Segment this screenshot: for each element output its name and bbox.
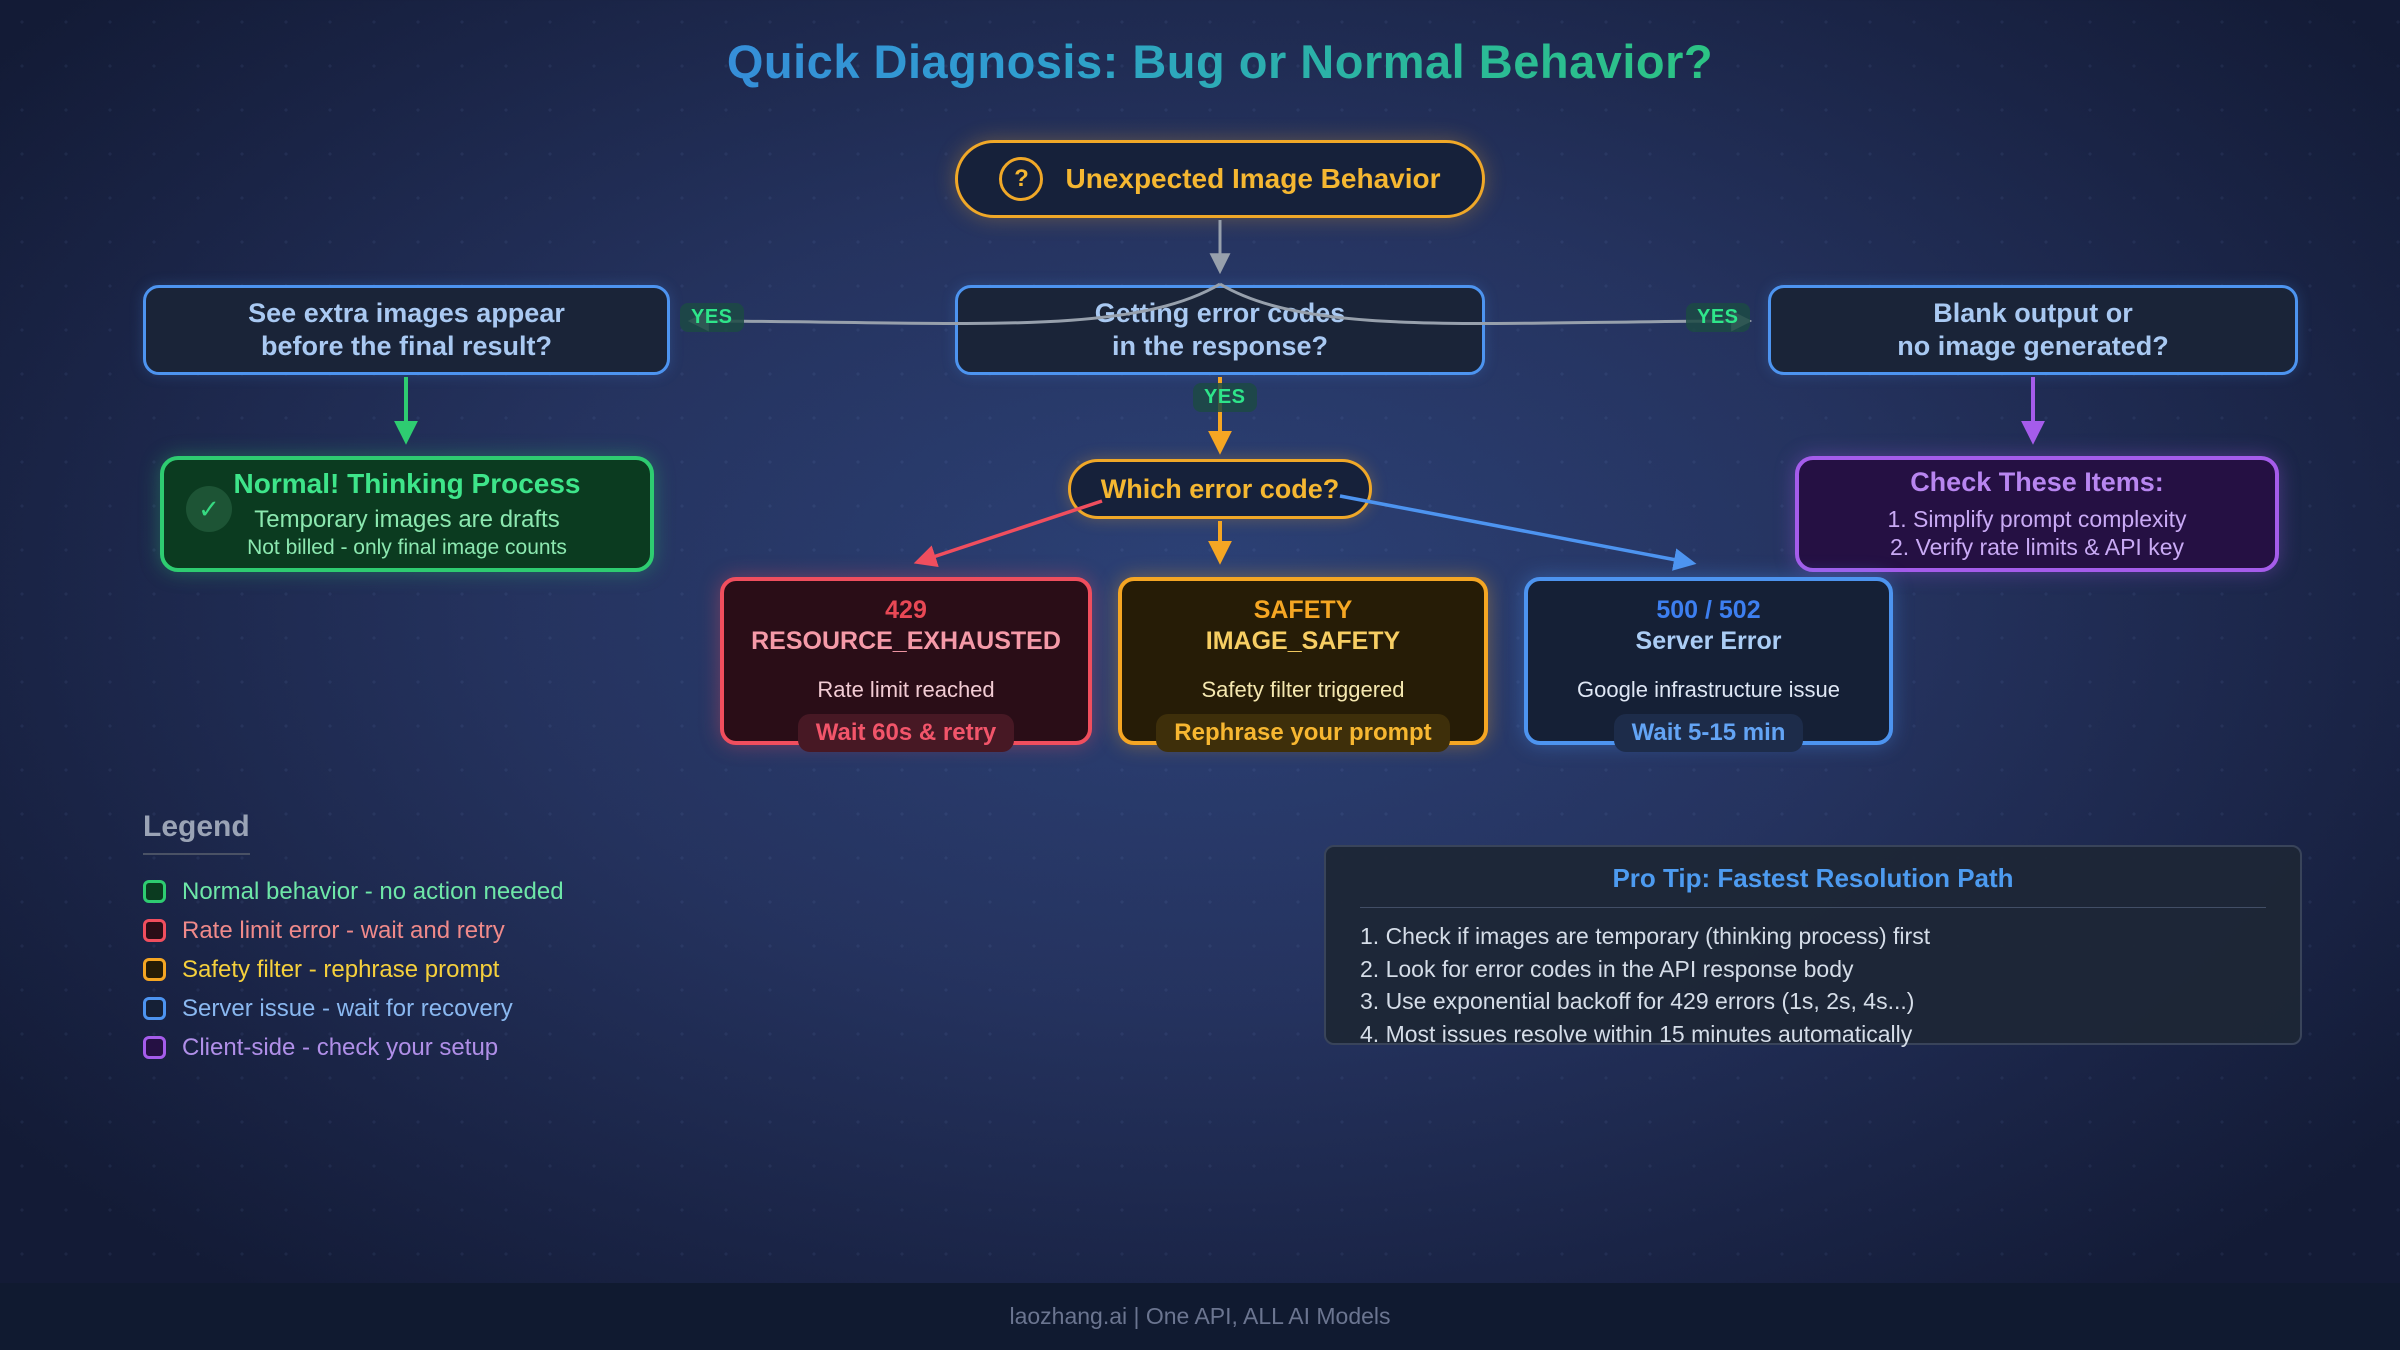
- error-name: Server Error: [1635, 627, 1782, 655]
- yes-label-right: YES: [1686, 303, 1750, 332]
- error-box-server: 500 / 502 Server Error Google infrastruc…: [1524, 577, 1893, 752]
- error-description: Rate limit reached: [817, 677, 995, 702]
- pro-tip-panel: Pro Tip: Fastest Resolution Path 1. Chec…: [1324, 845, 2302, 1047]
- root-node: ? Unexpected Image Behavior: [955, 140, 1485, 218]
- error-action-badge: Rephrase your prompt: [1156, 714, 1450, 752]
- check-box-title: Check These Items:: [1910, 467, 2164, 498]
- error-action-badge: Wait 60s & retry: [797, 714, 1015, 752]
- error-name: IMAGE_SAFETY: [1205, 627, 1401, 655]
- footer-text: laozhang.ai | One API, ALL AI Models: [1009, 1303, 1391, 1329]
- error-code: SAFETY: [1253, 596, 1353, 624]
- legend-swatch-normal: [143, 880, 166, 903]
- error-code: 500 / 502: [1656, 596, 1761, 624]
- question-box-extra-images: See extra images appear before the final…: [143, 285, 670, 375]
- legend-item-label: Server issue - wait for recovery: [182, 994, 513, 1022]
- pro-tip-item: 4. Most issues resolve within 15 minutes…: [1360, 1020, 1913, 1047]
- question-line: no image generated?: [1897, 331, 2169, 361]
- legend-item: Server issue - wait for recovery: [143, 989, 564, 1028]
- question-box-error-codes: Getting error codes in the response?: [955, 285, 1485, 375]
- check-these-items-box: Check These Items: 1. Simplify prompt co…: [1795, 456, 2279, 572]
- connector-which-to-server: [1339, 494, 1697, 571]
- legend-item-label: Safety filter - rephrase prompt: [182, 955, 500, 983]
- normal-thinking-box: ✓ Normal! Thinking Process Temporary ima…: [160, 456, 654, 572]
- question-line: Blank output or: [1933, 298, 2133, 329]
- legend: Legend Normal behavior - no action neede…: [143, 810, 564, 1067]
- legend-item: Safety filter - rephrase prompt: [143, 950, 564, 989]
- which-error-node: Which error code?: [1068, 459, 1372, 519]
- pro-tip-item: 3. Use exponential backoff for 429 error…: [1360, 988, 1915, 1014]
- error-code: 429: [885, 596, 927, 624]
- legend-item-label: Client-side - check your setup: [182, 1033, 499, 1061]
- legend-item: Rate limit error - wait and retry: [143, 911, 564, 950]
- error-box-safety: SAFETY IMAGE_SAFETY Safety filter trigge…: [1118, 577, 1488, 752]
- legend-item: Client-side - check your setup: [143, 1028, 564, 1067]
- legend-swatch-client: [143, 1036, 166, 1059]
- pro-tip-title: Pro Tip: Fastest Resolution Path: [1612, 863, 2014, 893]
- error-name: RESOURCE_EXHAUSTED: [751, 627, 1061, 655]
- divider: [1360, 907, 2266, 908]
- yes-label-left: YES: [680, 303, 744, 332]
- question-line: in the response?: [1111, 331, 1329, 361]
- check-box-item: 2. Verify rate limits & API key: [1890, 533, 2184, 560]
- question-box-blank-output: Blank output or no image generated?: [1768, 285, 2298, 375]
- connector-which-to-429: [913, 499, 1103, 568]
- legend-swatch-server: [143, 997, 166, 1020]
- legend-swatch-safety: [143, 958, 166, 981]
- pro-tip-item: 2. Look for error codes in the API respo…: [1360, 955, 1854, 982]
- page-title: Quick Diagnosis: Bug or Normal Behavior?: [0, 34, 2400, 89]
- question-line: Getting error codes: [1094, 298, 1346, 329]
- legend-item-label: Normal behavior - no action needed: [182, 877, 564, 905]
- footer-bar: laozhang.ai | One API, ALL AI Models: [0, 1283, 2400, 1350]
- legend-item-label: Rate limit error - wait and retry: [182, 916, 505, 944]
- error-description: Google infrastructure issue: [1577, 677, 1840, 702]
- legend-item: Normal behavior - no action needed: [143, 872, 564, 911]
- pro-tip-item: 1. Check if images are temporary (thinki…: [1360, 923, 1931, 949]
- root-node-label: Unexpected Image Behavior: [1065, 163, 1441, 194]
- legend-title: Legend: [143, 810, 250, 855]
- normal-box-line2: Not billed - only final image counts: [247, 536, 567, 559]
- normal-box-line1: Temporary images are drafts: [254, 506, 560, 533]
- error-description: Safety filter triggered: [1201, 677, 1405, 702]
- check-box-item: 1. Simplify prompt complexity: [1887, 506, 2187, 533]
- question-circle-icon: ?: [999, 157, 1044, 201]
- check-circle-icon: ✓: [186, 486, 232, 532]
- error-box-429: 429 RESOURCE_EXHAUSTED Rate limit reache…: [720, 577, 1092, 752]
- yes-label-middle: YES: [1193, 383, 1257, 412]
- normal-box-title: Normal! Thinking Process: [233, 468, 581, 499]
- error-action-badge: Wait 5-15 min: [1613, 714, 1804, 752]
- question-line: before the final result?: [260, 331, 553, 361]
- legend-swatch-rate-limit: [143, 919, 166, 942]
- question-line: See extra images appear: [248, 298, 565, 329]
